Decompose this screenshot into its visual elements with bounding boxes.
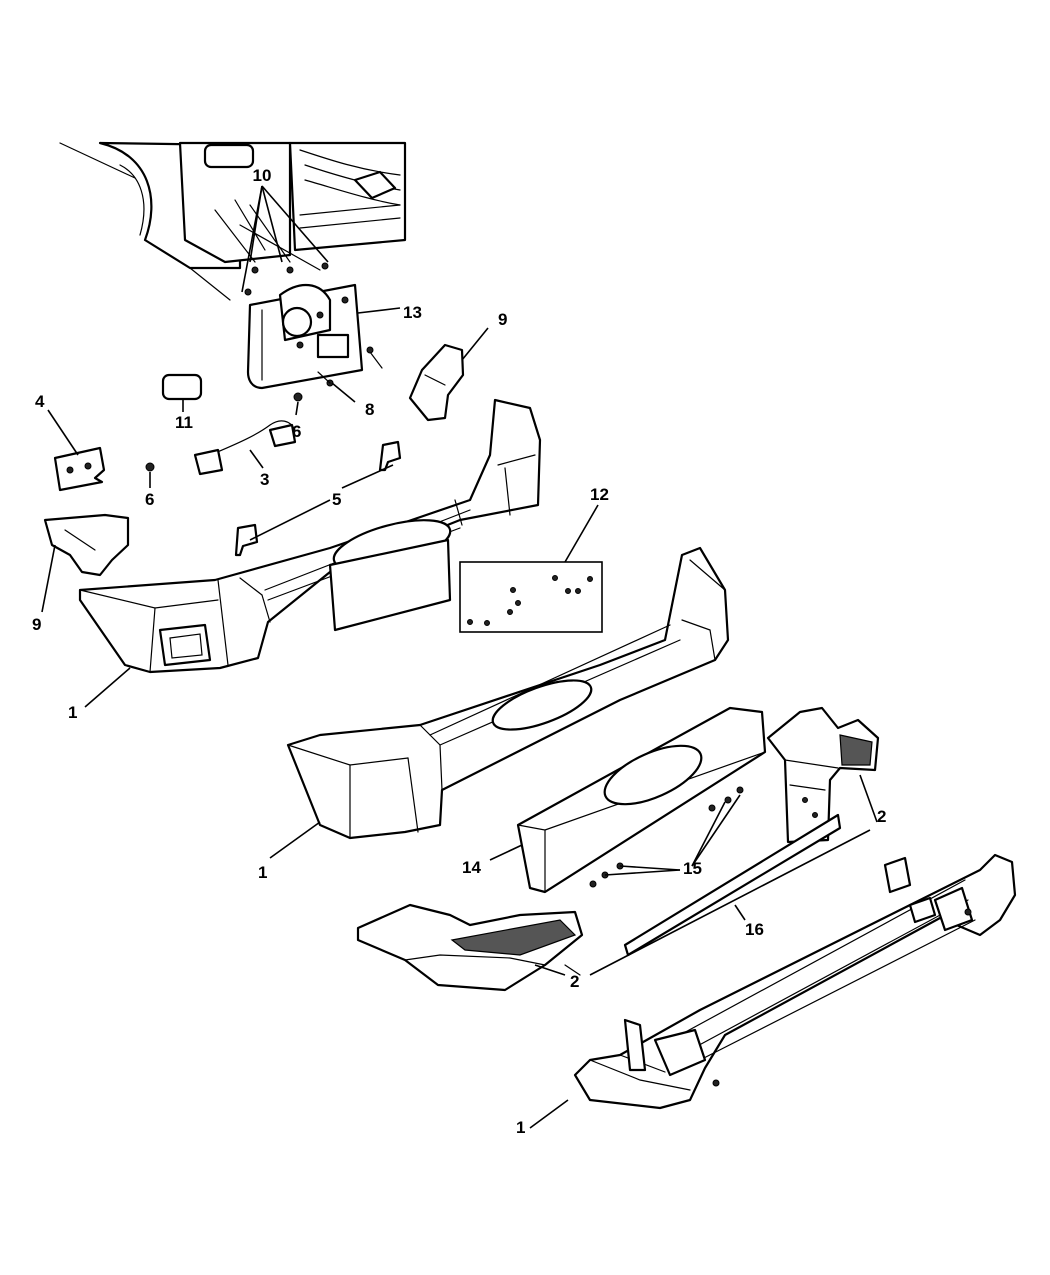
callout-6-right: 6 bbox=[292, 422, 301, 441]
callout-13: 13 bbox=[403, 303, 422, 322]
callout-4: 4 bbox=[35, 392, 45, 411]
tube-bumper-1 bbox=[573, 853, 1017, 1110]
callout-8: 8 bbox=[365, 400, 374, 419]
callout-2-right: 2 bbox=[877, 807, 886, 826]
leader-lines bbox=[41, 185, 878, 1129]
callout-9-left: 9 bbox=[32, 615, 41, 634]
callout-1-middle: 1 bbox=[258, 863, 267, 882]
wiring-harness-3 bbox=[193, 420, 297, 476]
callout-15: 15 bbox=[683, 859, 702, 878]
callout-1-lower: 1 bbox=[516, 1118, 525, 1137]
callout-10: 10 bbox=[253, 166, 272, 185]
grommet-11 bbox=[161, 373, 203, 401]
plug-6-right bbox=[293, 392, 303, 402]
tire-carrier-bracket bbox=[246, 283, 364, 390]
end-cap-2-right bbox=[766, 706, 880, 844]
callout-14: 14 bbox=[462, 858, 481, 877]
bumper-1-middle bbox=[286, 546, 730, 840]
callout-5: 5 bbox=[332, 490, 341, 509]
callout-11: 11 bbox=[175, 413, 193, 432]
callout-12: 12 bbox=[590, 485, 609, 504]
callout-9-upper: 9 bbox=[498, 310, 507, 329]
callout-2-left: 2 bbox=[570, 972, 579, 991]
screws-15 bbox=[589, 786, 744, 888]
bracket-9-left bbox=[43, 513, 130, 577]
callout-6-left: 6 bbox=[145, 490, 154, 509]
hardware-kit-12 bbox=[459, 561, 603, 633]
bumper-cover-14 bbox=[516, 706, 767, 894]
bumper-1-upper bbox=[78, 398, 542, 674]
callout-16: 16 bbox=[745, 920, 764, 939]
plug-6-left bbox=[145, 462, 155, 472]
fasteners-8 bbox=[317, 346, 383, 387]
callout-1-upper: 1 bbox=[68, 703, 77, 722]
bracket-4 bbox=[53, 446, 106, 492]
bracket-9-right bbox=[408, 343, 465, 422]
callout-3: 3 bbox=[260, 470, 269, 489]
vehicle-rear-body bbox=[59, 141, 407, 301]
end-cap-2-left bbox=[356, 903, 584, 992]
trim-strip-16 bbox=[623, 813, 842, 957]
callouts: 10 13 9 4 11 8 6 6 3 5 12 9 1 1 2 14 15 … bbox=[32, 166, 886, 1137]
